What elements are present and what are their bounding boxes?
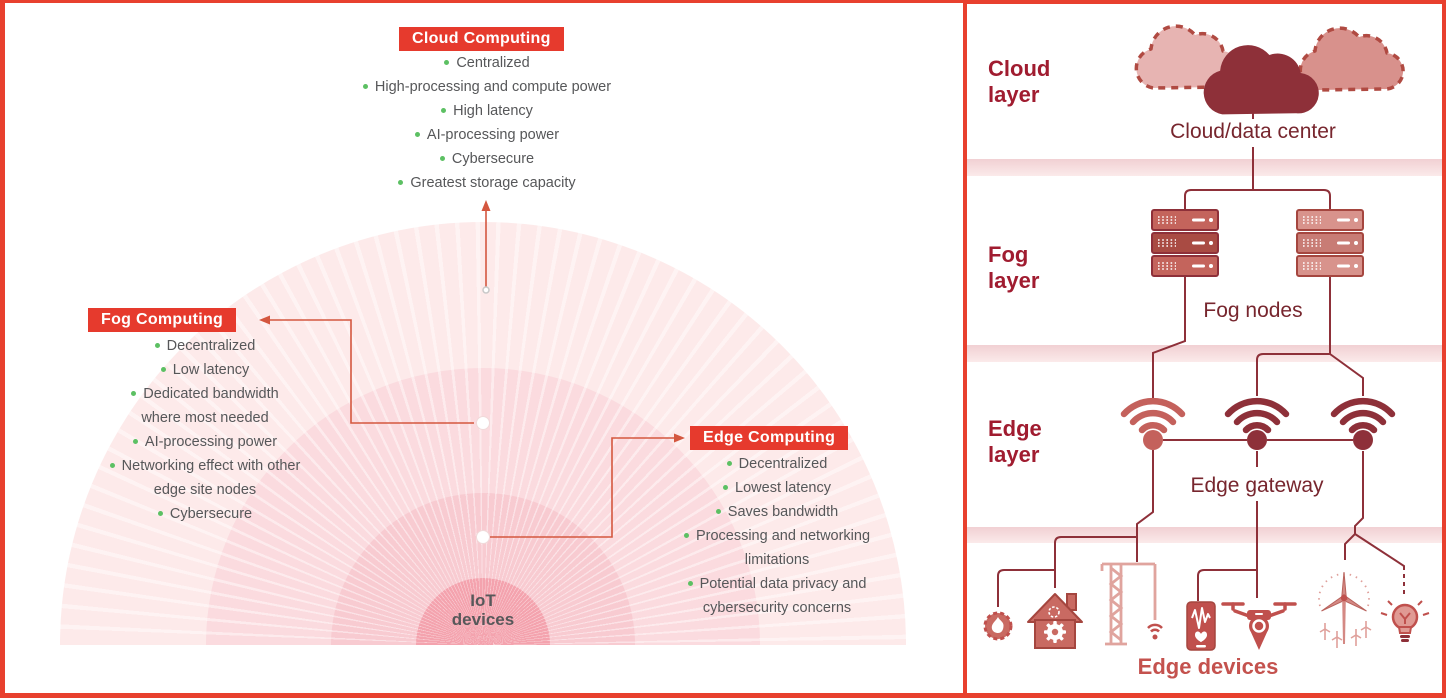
frame-border-top <box>0 0 1446 3</box>
server-to-gateway-line <box>1256 276 1364 396</box>
smart-thermostat-icon <box>983 611 1013 641</box>
cloud-cluster-icon <box>1134 24 1405 115</box>
edge-computing-title: Edge Computing <box>690 426 849 450</box>
layer-divider <box>967 159 1442 176</box>
wind-turbine-icon <box>1318 571 1372 648</box>
feature-item: Lowest latency <box>647 476 907 500</box>
layer-divider <box>967 527 1442 543</box>
fog-layer-label: Fog layer <box>988 242 1040 293</box>
cloud-computing-title: Cloud Computing <box>399 27 564 51</box>
cloud-arrowhead-icon <box>481 200 491 211</box>
fog-branch-line <box>1184 189 1331 210</box>
feature-item: Low latency <box>75 358 335 382</box>
feature-item: AI-processing power <box>75 430 335 454</box>
layer-architecture-panel: Cloud layer Fog layer Edge layer Cloud/d… <box>963 0 1446 698</box>
construction-crane-icon <box>1100 562 1163 646</box>
feature-item: Cybersecure <box>287 147 687 171</box>
feature-item: Dedicated bandwidth where most needed <box>75 382 335 430</box>
frame-border-left <box>0 0 5 698</box>
panel-art <box>983 24 1430 651</box>
wifi-gateway-icon <box>1224 397 1290 450</box>
feature-item: Centralized <box>287 51 687 75</box>
gateway-to-bulb-line <box>1354 533 1405 570</box>
feature-item: Processing and networking limitations <box>647 524 907 572</box>
layer-divider <box>967 345 1442 362</box>
cloud-layer-label: Cloud layer <box>988 56 1051 107</box>
fog-nodes-caption: Fog nodes <box>1203 299 1303 322</box>
dashed-cloud-icon <box>1298 26 1405 92</box>
fog-computing-title: Fog Computing <box>88 308 237 332</box>
fog-computing-list: Decentralized Low latency Dedicated band… <box>75 334 335 526</box>
drone-icon <box>1221 602 1297 650</box>
feature-item: Decentralized <box>647 452 907 476</box>
smart-home-icon <box>1027 593 1083 649</box>
fog-node-server-icon <box>1296 209 1364 277</box>
frame-border-bottom <box>0 693 1446 698</box>
solid-cloud-icon <box>1203 45 1319 115</box>
gateway-to-crane-line <box>1136 450 1154 562</box>
feature-item: AI-processing power <box>287 123 687 147</box>
gateway-to-phone-line <box>1197 569 1257 601</box>
feature-item: High-processing and compute power <box>287 75 687 99</box>
feature-item: Cybersecure <box>75 502 335 526</box>
iot-devices-label: IoT devices <box>451 591 515 629</box>
feature-item: Saves bandwidth <box>647 500 907 524</box>
gateway-to-turbine-line <box>1344 451 1364 560</box>
feature-item: Networking effect with other edge site n… <box>75 454 335 502</box>
edge-devices-caption: Edge devices <box>1137 654 1279 679</box>
edge-computing-list: Decentralized Lowest latency Saves bandw… <box>647 452 907 620</box>
fog-node-server-icon <box>1151 209 1219 277</box>
feature-item: Greatest storage capacity <box>287 171 687 195</box>
gateway-to-house-line <box>1054 536 1137 588</box>
cloud-data-center-caption: Cloud/data center <box>1170 120 1336 143</box>
cloud-computing-list: Centralized High-processing and compute … <box>287 51 687 195</box>
server-to-gateway-line <box>1152 276 1186 398</box>
wifi-gateway-icon <box>1330 397 1396 450</box>
feature-item: Decentralized <box>75 334 335 358</box>
wifi-gateway-icon <box>1120 397 1186 450</box>
edge-layer-label: Edge layer <box>988 416 1042 467</box>
feature-item: High latency <box>287 99 687 123</box>
edge-gateway-caption: Edge gateway <box>1190 474 1324 497</box>
health-monitor-phone-icon <box>1186 601 1216 651</box>
feature-item: Potential data privacy and cybersecurity… <box>647 572 907 620</box>
gateway-to-thermostat-line <box>997 569 1055 607</box>
smart-bulb-icon <box>1380 600 1430 642</box>
